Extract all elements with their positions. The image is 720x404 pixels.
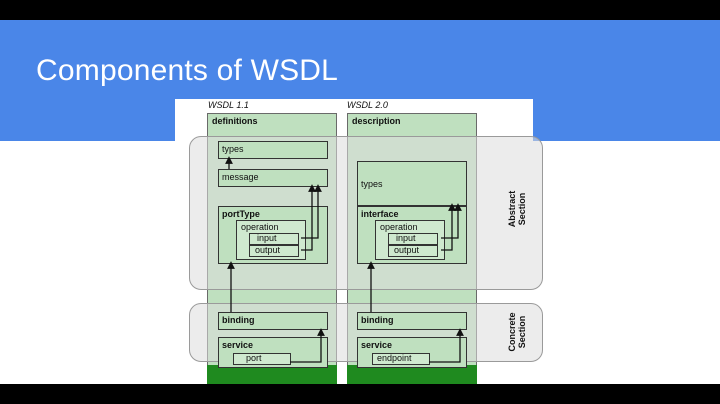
wsdl11-binding-label: binding: [222, 315, 255, 325]
wsdl20-output-label: output: [394, 245, 420, 255]
arrow-endpoint-to-binding: [429, 328, 464, 363]
arrow-output-to-message: [301, 184, 316, 251]
wsdl20-binding-label: binding: [361, 315, 394, 325]
interface-label: interface: [361, 209, 399, 219]
wsdl20-input-box: input: [388, 233, 438, 245]
letterbox-top: [0, 0, 720, 20]
endpoint-label: endpoint: [377, 353, 412, 363]
wsdl11-column-foot: [207, 365, 337, 384]
wsdl20-binding-box: binding: [357, 312, 467, 330]
wsdl20-heading: WSDL 2.0: [347, 100, 388, 110]
wsdl11-output-box: output: [249, 245, 299, 257]
wsdl-components-figure: WSDL 1.1 WSDL 2.0 definitions descriptio…: [175, 99, 543, 384]
wsdl20-service-box: service endpoint: [357, 337, 467, 368]
wsdl11-service-box: service port: [218, 337, 328, 368]
wsdl20-operation-label: operation: [380, 222, 418, 232]
wsdl11-types-label: types: [222, 144, 244, 154]
wsdl20-types-box: types: [357, 161, 467, 206]
wsdl11-input-box: input: [249, 233, 299, 245]
arrow-output-to-types: [441, 203, 456, 251]
wsdl20-column-foot: [347, 365, 477, 384]
letterbox-bottom: [0, 384, 720, 404]
abstract-section-word: Section: [517, 192, 527, 226]
wsdl11-heading: WSDL 1.1: [208, 100, 249, 110]
abstract-section-label: Abstract Section: [507, 179, 527, 239]
wsdl11-service-label: service: [222, 340, 254, 350]
wsdl20-output-box: output: [388, 245, 438, 257]
slide-title: Components of WSDL: [36, 54, 339, 87]
definitions-label: definitions: [212, 116, 258, 126]
porttype-box: portType operation input output: [218, 206, 328, 264]
slide: Components of WSDL WSDL 1.1 WSDL 2.0 def…: [0, 20, 720, 384]
wsdl11-types-box: types: [218, 141, 328, 159]
concrete-section-word: Section: [517, 315, 527, 349]
message-label: message: [222, 172, 259, 182]
arrow-input-to-types: [441, 203, 462, 239]
wsdl20-service-label: service: [361, 340, 393, 350]
wsdl11-operation-box: operation input output: [236, 220, 306, 260]
porttype-label: portType: [222, 209, 260, 219]
arrow-port-to-binding: [290, 328, 325, 363]
concrete-word: Concrete: [507, 312, 517, 352]
wsdl20-types-label: types: [361, 179, 383, 189]
interface-box: interface operation input output: [357, 206, 467, 264]
wsdl11-input-label: input: [257, 233, 277, 243]
wsdl11-output-label: output: [255, 245, 281, 255]
port-box: port: [233, 353, 291, 365]
wsdl11-operation-label: operation: [241, 222, 279, 232]
description-label: description: [352, 116, 401, 126]
port-label: port: [246, 353, 262, 363]
abstract-word: Abstract: [507, 190, 517, 228]
wsdl20-input-label: input: [396, 233, 416, 243]
message-box: message: [218, 169, 328, 187]
wsdl20-operation-box: operation input output: [375, 220, 445, 260]
arrow-input-to-message: [301, 184, 322, 239]
reference-arrows: [225, 156, 464, 363]
concrete-section-label: Concrete Section: [507, 302, 527, 362]
wsdl11-binding-box: binding: [218, 312, 328, 330]
endpoint-box: endpoint: [372, 353, 430, 365]
